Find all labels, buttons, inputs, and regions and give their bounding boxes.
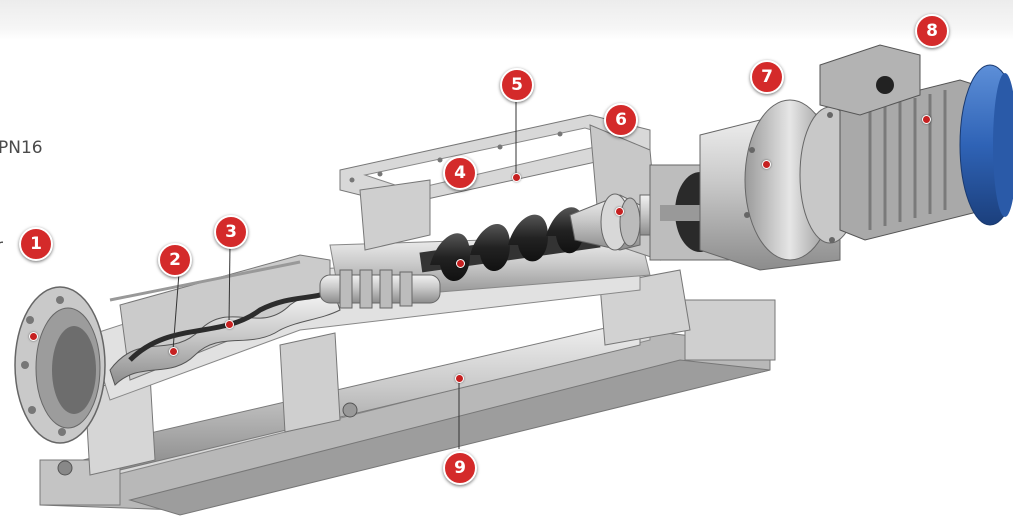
marker-dot-5 (512, 173, 521, 182)
callout-3: 3 (214, 215, 248, 249)
marker-dot-4 (456, 259, 465, 268)
marker-dot-6 (615, 207, 624, 216)
marker-dot-1 (29, 332, 38, 341)
cut-off-text-pn16: PN16 (0, 138, 43, 158)
callout-6: 6 (604, 103, 638, 137)
inlet-flange (14, 286, 106, 444)
base-frame (39, 299, 776, 516)
shaft-seal (569, 193, 641, 251)
marker-dot-8 (922, 115, 931, 124)
callout-8: 8 (915, 14, 949, 48)
marker-dot-2 (169, 347, 178, 356)
leader-lines (172, 98, 517, 449)
callout-1: 1 (19, 227, 53, 261)
marker-dot-9 (455, 374, 464, 383)
coupling-rod (319, 269, 441, 309)
electric-motor (819, 44, 1013, 241)
cut-off-text-fragment: r (0, 236, 3, 256)
gearbox (699, 99, 861, 271)
marker-dot-3 (225, 320, 234, 329)
marker-dot-7 (762, 160, 771, 169)
header-band (0, 0, 1013, 40)
callout-7: 7 (750, 60, 784, 94)
callout-2: 2 (158, 243, 192, 277)
stator-lining (128, 289, 331, 362)
callout-4: 4 (443, 156, 477, 190)
callout-9: 9 (443, 451, 477, 485)
callout-5: 5 (500, 68, 534, 102)
